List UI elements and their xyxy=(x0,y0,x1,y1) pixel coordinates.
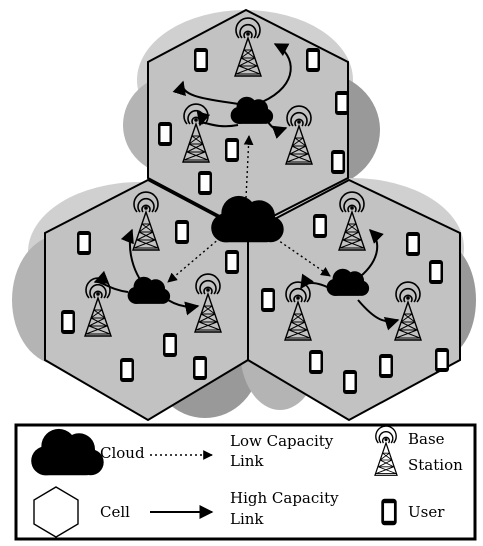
user-phone-icon xyxy=(120,358,134,382)
legend-user-label: User xyxy=(408,503,445,521)
legend-high-link-label-2: Link xyxy=(230,510,264,528)
user-phone-icon xyxy=(158,122,172,146)
user-phone-icon xyxy=(225,250,239,274)
user-phone-icon xyxy=(163,333,177,357)
user-phone-icon xyxy=(225,138,239,162)
user-phone-icon xyxy=(406,232,420,256)
user-phone-icon xyxy=(61,310,75,334)
legend-cell-label: Cell xyxy=(100,503,130,521)
user-phone-icon xyxy=(309,350,323,374)
legend-bs-label-1: Base xyxy=(408,430,445,448)
user-phone-icon xyxy=(331,150,345,174)
user-phone-icon xyxy=(193,356,207,380)
user-phone-icon xyxy=(198,171,212,195)
user-phone-icon xyxy=(261,288,275,312)
low-capacity-links xyxy=(167,135,331,283)
legend-low-link-label-2: Link xyxy=(230,452,264,470)
user-phone-icon xyxy=(379,354,393,378)
legend-low-link-label-1: Low Capacity xyxy=(230,432,334,450)
user-phone-icon xyxy=(194,48,208,72)
user-phone-icon xyxy=(306,48,320,72)
legend-hexagon-cell-icon xyxy=(33,486,79,538)
legend: Cloud Low Capacity Link Base Station Cel… xyxy=(14,423,477,541)
user-phone-icon xyxy=(343,370,357,394)
legend-cloud-label: Cloud xyxy=(100,444,145,462)
legend-high-link-label-1: High Capacity xyxy=(230,489,339,507)
user-phone-icon xyxy=(175,220,189,244)
user-phone-icon xyxy=(313,214,327,238)
user-phone-icon xyxy=(335,91,349,115)
legend-user-phone-icon xyxy=(381,498,397,526)
legend-bs-label-2: Station xyxy=(408,456,463,474)
user-phone-icon xyxy=(77,231,91,255)
user-phone-icon xyxy=(435,348,449,372)
user-phone-icon xyxy=(429,260,443,284)
